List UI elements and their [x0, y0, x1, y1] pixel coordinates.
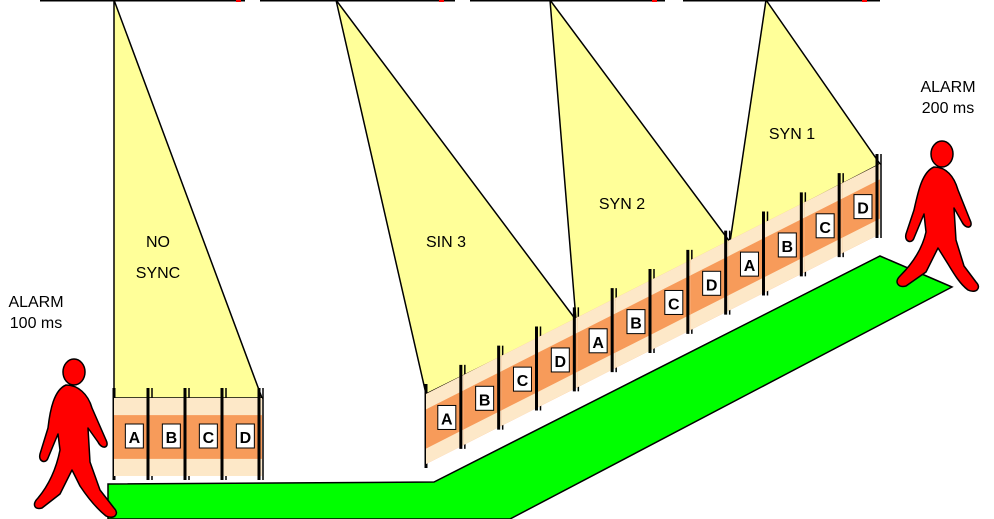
panel-letter: A [441, 411, 453, 428]
walking-person-icon [896, 140, 980, 293]
panel-unit-b: B [151, 388, 190, 480]
panel-unit-c: C [501, 326, 542, 426]
panel-letter: D [240, 430, 252, 447]
alarm-time: 200 ms [921, 100, 975, 117]
panel-letter: D [706, 277, 718, 294]
panel-group-no-sync: A B C D [112, 388, 264, 480]
panel-group-sync: A B C D A B C D A B C D [424, 154, 882, 468]
panel-unit-b: B [766, 192, 807, 292]
alarm-label: ALARM [8, 294, 64, 311]
panel-unit-d: D [690, 230, 731, 330]
panel-letter: B [782, 239, 794, 256]
panel-unit-a: A [728, 211, 769, 311]
cone-no-sync [113, 0, 264, 399]
top-bars [40, 0, 880, 2]
panel-letter: A [744, 258, 756, 275]
panel-unit-a: A [114, 388, 153, 480]
panel-letter: C [517, 373, 529, 390]
panel-unit-c: C [653, 249, 693, 349]
panel-letter: D [555, 354, 567, 371]
group-label-no: NO [146, 234, 170, 251]
panel-unit-d: D [225, 388, 264, 480]
group-label-sync: SYNC [136, 265, 180, 282]
alarm-100ms: ALARM 100 ms [4, 292, 68, 334]
panel-letter: A [129, 430, 141, 447]
walking-person-icon [33, 358, 118, 519]
panel-letter: B [479, 392, 491, 409]
alarm-label: ALARM [920, 79, 976, 96]
panel-letter: D [857, 201, 869, 218]
floor-path [107, 255, 954, 519]
panel-letter: B [166, 430, 178, 447]
panel-letter: C [203, 430, 215, 447]
group-label-sin-3: SIN 3 [426, 234, 466, 251]
panel-letter: C [819, 220, 831, 237]
panel-unit-c: C [188, 388, 227, 480]
panel-letter: C [668, 296, 680, 313]
group-label-syn-1: SYN 1 [769, 126, 815, 143]
alarm-200ms: ALARM 200 ms [906, 77, 990, 119]
panel-unit-d: D [842, 154, 882, 254]
panel-letter: A [592, 335, 604, 352]
panel-unit-b: B [463, 345, 504, 445]
panel-unit-d: D [539, 307, 580, 407]
panel-letter: B [630, 316, 642, 333]
group-label-syn-2: SYN 2 [599, 196, 645, 213]
alarm-time: 100 ms [9, 315, 63, 332]
panel-unit-a: A [577, 288, 617, 388]
